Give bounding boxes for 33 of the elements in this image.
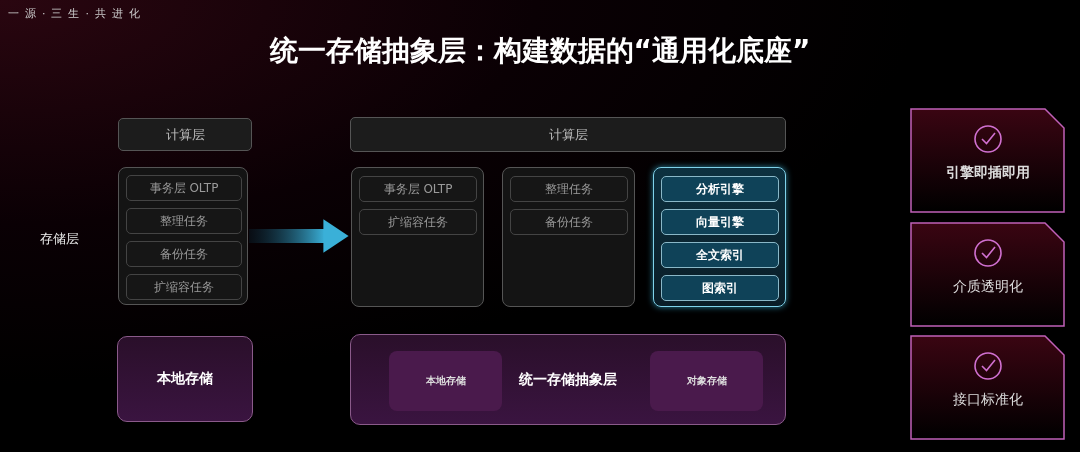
- slide-title: 统一存储抽象层：构建数据的“通用化底座”: [268, 33, 812, 69]
- feature-label: 介质透明化: [951, 278, 1024, 296]
- storage-chip: 本地存储: [389, 351, 502, 411]
- task-chip: 事务层 OLTP: [126, 175, 242, 201]
- task-chip: 扩缩容任务: [126, 274, 242, 300]
- task-panel: [351, 167, 484, 307]
- engine-chip: 图索引: [661, 275, 779, 301]
- task-chip: 整理任务: [510, 176, 628, 202]
- panel-title: 统一存储抽象层: [519, 370, 617, 389]
- storage-panel: 本地存储: [117, 336, 253, 422]
- task-chip: 备份任务: [126, 241, 242, 267]
- task-chip: 事务层 OLTP: [359, 176, 477, 202]
- task-chip: 扩缩容任务: [359, 209, 477, 235]
- feature-card: [910, 222, 1065, 327]
- engine-chip: 分析引擎: [661, 176, 779, 202]
- feature-card: [910, 335, 1065, 440]
- task-chip: 整理任务: [126, 208, 242, 234]
- arrow: [249, 219, 349, 253]
- layer-header: 计算层: [118, 118, 252, 151]
- task-panel: [502, 167, 635, 307]
- storage-panel: [350, 334, 786, 425]
- feature-label: 接口标准化: [951, 391, 1024, 409]
- feature-card: [910, 108, 1065, 213]
- feature-label: 引擎即插即用: [944, 164, 1031, 182]
- layer-label: 存储层: [40, 230, 79, 248]
- engine-chip: 全文索引: [661, 242, 779, 268]
- engine-chip: 向量引擎: [661, 209, 779, 235]
- task-chip: 备份任务: [510, 209, 628, 235]
- task-panel: [118, 167, 248, 305]
- engine-panel: [653, 167, 786, 307]
- storage-chip: 对象存储: [650, 351, 763, 411]
- tagline: 一源·三生·共进化: [8, 6, 146, 21]
- layer-header: 计算层: [350, 117, 786, 152]
